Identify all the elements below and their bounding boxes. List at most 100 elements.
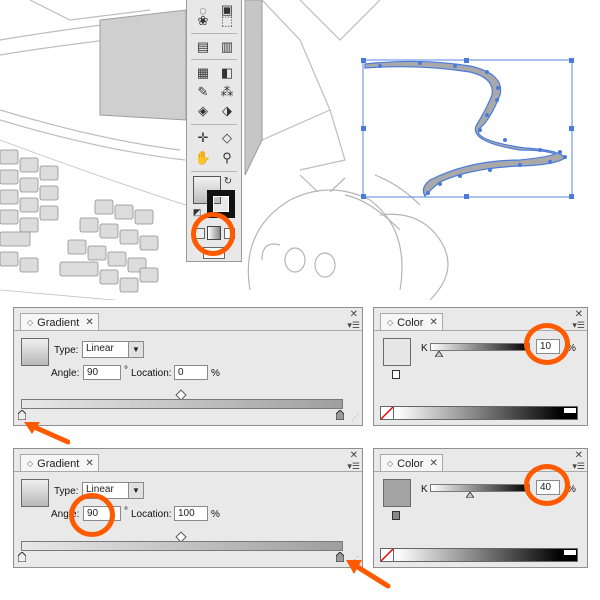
tab-gradient[interactable]: ◇ Gradient ✕	[20, 454, 99, 472]
artboard-illustration	[0, 0, 574, 300]
arrow-to-left-stop	[24, 422, 70, 445]
color-spectrum-bar[interactable]	[380, 406, 578, 420]
panel-menu-icon[interactable]: ▾☰	[347, 320, 360, 330]
none-color-icon[interactable]	[380, 406, 394, 420]
tab-close-icon[interactable]: ✕	[429, 317, 438, 328]
selected-path[interactable]	[361, 58, 574, 199]
arrow-to-right-stop	[346, 560, 391, 589]
highlight-k-value-ring	[524, 323, 570, 365]
gradient-stop-right[interactable]	[336, 410, 344, 420]
white-swatch[interactable]	[564, 408, 576, 413]
type-label: Type:	[54, 486, 79, 497]
fill-color-swatch	[383, 479, 411, 507]
swap-colors-icon[interactable]: ↻	[223, 175, 233, 187]
k-slider-track[interactable]	[430, 343, 530, 351]
column-graph-icon[interactable]: ▤	[196, 39, 210, 54]
tab-close-icon[interactable]: ✕	[429, 458, 438, 469]
chevron-down-icon: ▼	[128, 483, 143, 498]
tab-label: Color	[397, 316, 424, 329]
k-slider-thumb[interactable]	[466, 492, 474, 498]
panel-menu-icon[interactable]: ▾☰	[572, 461, 585, 471]
hand-icon[interactable]: ✋	[194, 150, 212, 165]
fill-color-swatch	[383, 338, 411, 366]
k-slider-thumb[interactable]	[435, 351, 443, 357]
stroke-color-icon[interactable]	[392, 370, 400, 379]
lasso-icon[interactable]: ◌	[199, 2, 207, 18]
tab-label: Gradient	[37, 316, 80, 329]
symbol-sprayer-icon[interactable]: ❀	[197, 13, 209, 28]
highlight-angle-ring	[69, 493, 115, 537]
collapse-icon[interactable]: ◇	[27, 318, 34, 327]
percent-label: %	[211, 368, 220, 379]
eyedropper-icon[interactable]: ✎	[197, 84, 209, 99]
bounding-box	[362, 59, 573, 198]
close-icon[interactable]: ✕	[574, 450, 583, 461]
gradient-preview-swatch	[21, 338, 49, 366]
gradient-icon[interactable]: ◧	[220, 65, 234, 80]
tab-color[interactable]: ◇ Color ✕	[380, 313, 443, 331]
stroke-color-icon[interactable]	[392, 511, 400, 520]
rotate-icon[interactable]: ⬚	[220, 13, 234, 28]
gradient-stop-left[interactable]	[18, 552, 26, 562]
blend-icon[interactable]: ⁂	[220, 84, 234, 99]
tab-label: Gradient	[37, 457, 80, 470]
gradient-stop-left[interactable]	[18, 410, 26, 420]
type-label: Type:	[54, 345, 79, 356]
live-paint-select-icon[interactable]: ⬗	[222, 103, 232, 118]
percent-label: %	[567, 484, 576, 495]
type-select[interactable]: Linear▼	[82, 341, 144, 358]
default-colors-icon[interactable]: ◩	[192, 206, 202, 217]
close-icon[interactable]: ✕	[574, 309, 583, 320]
panel-menu-icon[interactable]: ▾☰	[572, 320, 585, 330]
gradient-panel-top: ✕ ▾☰ ◇ Gradient ✕ Type: Linear▼ Angle: 9…	[13, 307, 363, 426]
resize-grip-icon[interactable]: ⋰	[351, 555, 359, 564]
chevron-down-icon: ▼	[128, 342, 143, 357]
tab-close-icon[interactable]: ✕	[85, 317, 94, 328]
resize-grip-icon[interactable]: ⋰	[351, 413, 359, 422]
eraser-icon[interactable]: ◇	[222, 130, 232, 145]
panel-menu-icon[interactable]: ▾☰	[347, 461, 360, 471]
slice-icon[interactable]: ✛	[197, 130, 209, 145]
zoom-icon[interactable]: ⚲	[222, 150, 232, 165]
collapse-icon[interactable]: ◇	[387, 318, 394, 327]
magic-wand-icon[interactable]: ▣	[220, 2, 234, 17]
gradient-slider-bar[interactable]	[21, 399, 343, 409]
live-paint-icon[interactable]: ◈	[198, 103, 208, 118]
white-swatch[interactable]	[564, 550, 576, 555]
degree-symbol: °	[124, 365, 128, 376]
k-channel-label: K	[421, 484, 428, 495]
close-icon[interactable]: ✕	[349, 450, 358, 461]
highlight-k-value-ring	[524, 464, 570, 506]
k-slider-track[interactable]	[430, 484, 530, 492]
location-label: Location:	[131, 368, 172, 379]
mouse-cat-sketch	[247, 174, 449, 300]
percent-label: %	[211, 509, 220, 520]
highlight-gradient-mode-ring	[191, 212, 235, 256]
tab-label: Color	[397, 457, 424, 470]
close-icon[interactable]: ✕	[349, 309, 358, 320]
color-spectrum-bar[interactable]	[380, 548, 578, 562]
location-field[interactable]: 100	[174, 506, 208, 521]
angle-label: Angle:	[51, 509, 80, 520]
gradient-preview-swatch	[21, 479, 49, 507]
keyboard-sketch	[0, 139, 187, 300]
tab-close-icon[interactable]: ✕	[85, 458, 94, 469]
location-label: Location:	[131, 509, 172, 520]
collapse-icon[interactable]: ◇	[27, 459, 34, 468]
path-fill-stroke	[364, 60, 566, 198]
gradient-panel-bottom: ✕ ▾☰ ◇ Gradient ✕ Type: Linear▼ Angle: 9…	[13, 448, 363, 568]
mesh-icon[interactable]: ▦	[196, 65, 210, 80]
none-color-icon[interactable]	[380, 548, 394, 562]
tab-gradient[interactable]: ◇ Gradient ✕	[20, 313, 99, 331]
collapse-icon[interactable]: ◇	[387, 459, 394, 468]
k-channel-label: K	[421, 343, 428, 354]
monitor-screen-shape	[99, 9, 187, 121]
gradient-stop-right[interactable]	[336, 552, 344, 562]
tab-color[interactable]: ◇ Color ✕	[380, 454, 443, 472]
degree-symbol: °	[124, 506, 128, 517]
angle-field[interactable]: 90	[83, 365, 121, 380]
gradient-slider-bar[interactable]	[21, 541, 343, 551]
graph-icon[interactable]: ▥	[220, 39, 234, 54]
angle-label: Angle:	[51, 368, 80, 379]
location-field[interactable]: 0	[174, 365, 208, 380]
